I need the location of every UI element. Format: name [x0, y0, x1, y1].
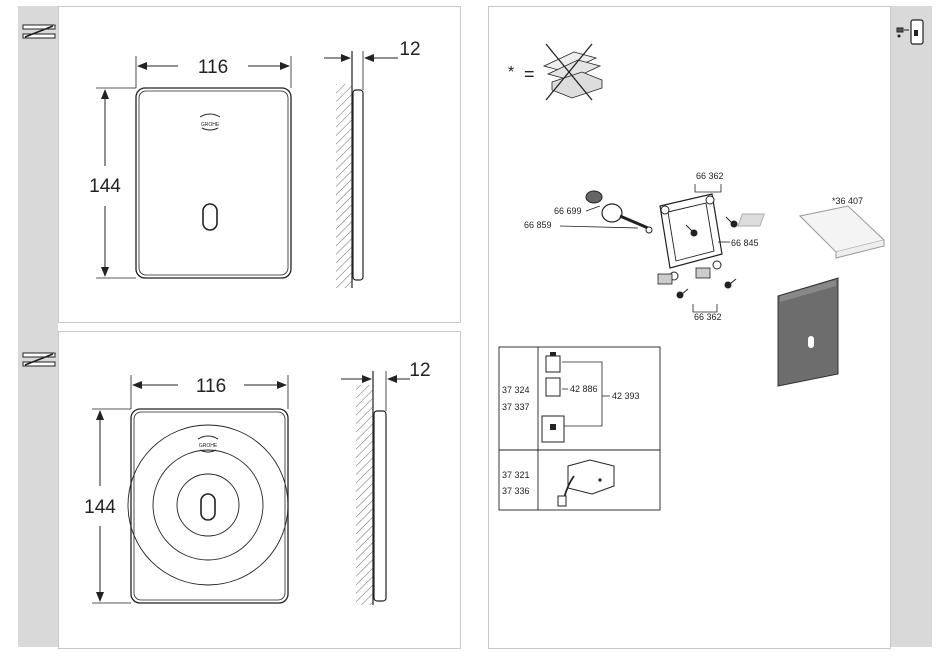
height-dimension-label: 144	[84, 497, 116, 518]
width-dimension-label: 116	[198, 57, 228, 78]
table-row1-code2: 37 337	[502, 402, 530, 412]
side-view-plate	[374, 411, 386, 601]
mounting-frame	[658, 194, 722, 284]
cover-plate-3d	[778, 278, 838, 386]
part-label-remote: *36 407	[832, 196, 863, 206]
table-row2-code1: 37 321	[502, 470, 530, 480]
wall-mount-icon-top	[22, 24, 56, 40]
part-label-filter: 66 699	[554, 206, 582, 216]
remote-control	[738, 206, 884, 258]
wall-mount-icon-bottom	[22, 352, 56, 368]
depth-dimension-label: 12	[399, 39, 420, 60]
table-part-a: 42 886	[570, 384, 598, 394]
table-row1-code1: 37 324	[502, 385, 530, 395]
screw	[677, 289, 688, 298]
table-row2-code2: 37 336	[502, 486, 530, 496]
bottom-dimension-drawing: GROHE 116 144 12	[58, 331, 459, 647]
equals-sign: =	[524, 64, 535, 84]
top-dimension-drawing: GROHE 116 144 12	[58, 6, 459, 321]
installation-icon	[893, 18, 927, 48]
table-part-b: 42 393	[612, 391, 640, 401]
part-label-valve: 66 859	[524, 220, 552, 230]
side-view-plate	[353, 90, 363, 280]
spare-parts-drawing: * = 66 362 66 845 66 699 66 859 66 362	[488, 6, 889, 647]
not-included-icon	[544, 44, 602, 100]
height-dimension-label: 144	[89, 176, 121, 197]
brand-logo: GROHE	[199, 443, 218, 449]
part-label-mount-frame: 66 845	[731, 238, 759, 248]
screw	[726, 217, 737, 227]
depth-dimension-label: 12	[409, 360, 430, 381]
sensor-window	[203, 204, 217, 230]
left-sidebar-strip	[18, 6, 58, 647]
part-label-screws-top: 66 362	[696, 171, 724, 181]
screw	[725, 279, 736, 288]
asterisk: *	[508, 64, 514, 81]
part-label-screws-bottom: 66 362	[694, 312, 722, 322]
sensor-window	[201, 494, 215, 520]
brand-logo: GROHE	[201, 122, 220, 128]
width-dimension-label: 116	[196, 376, 226, 397]
cover-plate-outline	[136, 88, 291, 278]
right-sidebar-strip	[890, 6, 932, 647]
